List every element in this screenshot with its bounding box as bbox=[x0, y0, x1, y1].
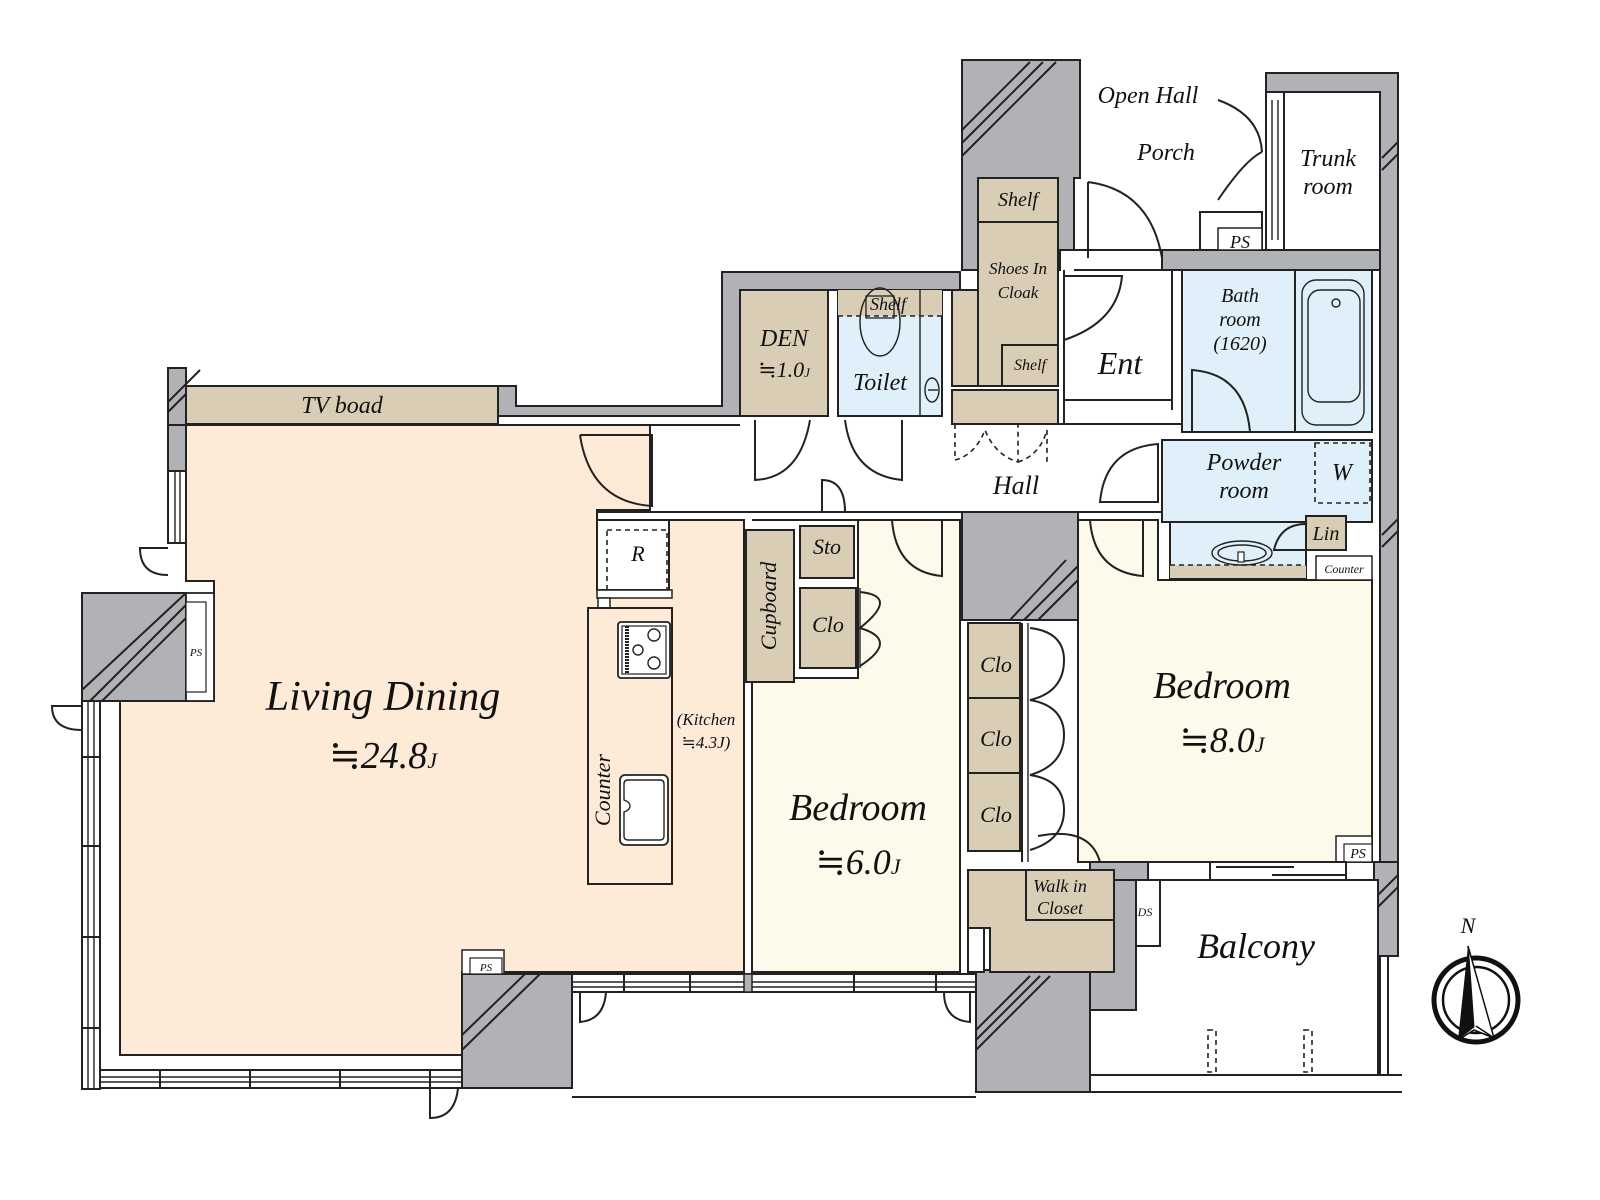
washer-space bbox=[1314, 442, 1371, 504]
living-dining-label: Living Dining bbox=[265, 674, 501, 720]
doors[interactable] bbox=[50, 99, 1307, 1120]
trunk-room-label-1: Trunk bbox=[1300, 146, 1356, 172]
clo-label: Clo bbox=[812, 612, 844, 637]
den-area bbox=[739, 289, 829, 417]
shoes-in-cloak-label-1: Shoes In bbox=[989, 259, 1047, 278]
bedroom-6-area bbox=[751, 519, 961, 973]
sto-area[interactable] bbox=[799, 525, 855, 579]
walk-in-closet-label-2: Closet bbox=[1037, 898, 1084, 918]
walk-in-closet-label-1: Walk in bbox=[1033, 876, 1087, 896]
cupboard-area[interactable] bbox=[745, 529, 795, 683]
bedroom-6-label: Bedroom bbox=[789, 787, 927, 829]
shoes-in-cloak-label-2: Cloak bbox=[998, 283, 1039, 302]
compass-north-label: N bbox=[1460, 913, 1477, 938]
refrigerator-label: R bbox=[630, 541, 645, 566]
clo-3-label: Clo bbox=[980, 802, 1012, 827]
bedroom-6-area-label: ≒6.0J bbox=[816, 842, 902, 882]
ent-label: Ent bbox=[1097, 345, 1144, 381]
counter-label: Counter bbox=[590, 754, 615, 827]
balcony-label: Balcony bbox=[1197, 926, 1315, 966]
cupboard-label: Cupboard bbox=[756, 561, 781, 650]
bath-area bbox=[1181, 269, 1373, 433]
washer-label: W bbox=[1332, 460, 1354, 486]
kitchen-area-label: ≒4.3J) bbox=[682, 733, 731, 752]
ds-label: DS bbox=[1137, 905, 1153, 919]
shelf-small-label: Shelf bbox=[1014, 357, 1049, 374]
stove-icon bbox=[617, 621, 671, 679]
kitchen-label: (Kitchen bbox=[677, 710, 736, 729]
counter-small-label: Counter bbox=[1324, 562, 1364, 576]
bedroom-8-label: Bedroom bbox=[1153, 665, 1291, 707]
bath-label-3: (1620) bbox=[1213, 333, 1267, 355]
clo-1-label: Clo bbox=[980, 652, 1012, 677]
powder-room-label-1: Powder bbox=[1206, 450, 1282, 476]
bathtub-icon bbox=[1301, 279, 1365, 426]
shelf-top-label: Shelf bbox=[998, 189, 1040, 211]
linen-cupboard[interactable] bbox=[1305, 515, 1347, 551]
powder-room-area bbox=[1161, 439, 1373, 523]
toilet-label: Toilet bbox=[853, 370, 908, 396]
powder-room-label-2: room bbox=[1219, 478, 1269, 504]
ps-porch-label: PS bbox=[1229, 232, 1250, 252]
ps-bedroom8-label: PS bbox=[1349, 847, 1366, 862]
den-area-label: ≒1.0J bbox=[758, 357, 811, 382]
toilet-bowl-icon bbox=[859, 287, 901, 357]
clo-area[interactable] bbox=[799, 587, 857, 669]
bedroom-8-area bbox=[1077, 519, 1373, 863]
column-hatching bbox=[81, 61, 1399, 1051]
room-fills bbox=[119, 91, 1381, 1076]
windows bbox=[81, 91, 1402, 1098]
open-hall-label: Open Hall bbox=[1098, 83, 1199, 109]
tv-board[interactable] bbox=[185, 385, 499, 425]
bath-label-2: room bbox=[1219, 309, 1260, 331]
bedroom-8-area-label: ≒8.0J bbox=[1180, 720, 1266, 760]
clo-2-label: Clo bbox=[980, 726, 1012, 751]
trunk-room-label-2: room bbox=[1303, 174, 1353, 200]
compass-icon: N bbox=[1431, 913, 1521, 1045]
bath-label-1: Bath bbox=[1221, 285, 1259, 307]
toilet-shelf-label: Shelf bbox=[870, 294, 909, 314]
tv-board-label: TV boad bbox=[301, 393, 384, 419]
hall-label: Hall bbox=[992, 471, 1039, 500]
ps-living-left-label: PS bbox=[189, 647, 203, 659]
ps-living-bottom-label: PS bbox=[479, 962, 493, 974]
labels: Living Dining ≒24.8J (Kitchen ≒4.3J) Bed… bbox=[189, 83, 1366, 974]
living-dining-area-label: ≒24.8J bbox=[329, 735, 438, 777]
porch-label: Porch bbox=[1136, 140, 1195, 166]
partitions bbox=[587, 178, 1371, 885]
washbasin-icon bbox=[1211, 540, 1273, 566]
sink-icon bbox=[619, 774, 669, 846]
linen-label: Lin bbox=[1312, 523, 1340, 545]
den-label: DEN bbox=[759, 326, 810, 352]
sto-label: Sto bbox=[813, 534, 841, 559]
